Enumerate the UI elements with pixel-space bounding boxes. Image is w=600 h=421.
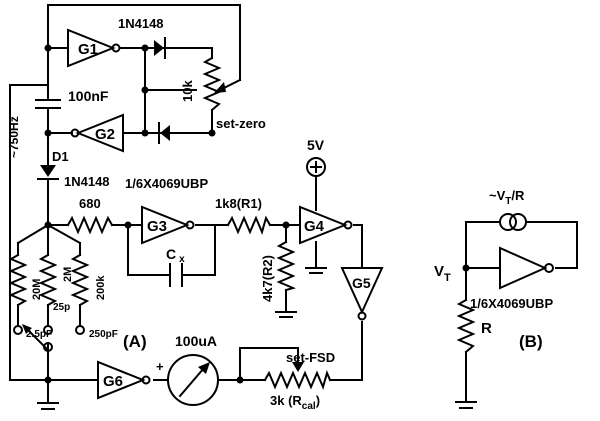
gate-g1-label: G1 bbox=[78, 41, 98, 58]
potentiometer-set-fsd bbox=[263, 362, 332, 390]
gate-b bbox=[499, 246, 554, 290]
circuit-b-wires bbox=[465, 221, 578, 403]
resistor-20m bbox=[8, 253, 28, 307]
gate-g1: G1 bbox=[67, 28, 121, 68]
gate-g2: G2 bbox=[70, 113, 124, 153]
range-terminal-2p5pf bbox=[13, 325, 23, 335]
diode-lower bbox=[158, 122, 170, 144]
node-vt-dot bbox=[462, 264, 470, 272]
ic-part-label-b: 1/6X4069UBP bbox=[470, 296, 553, 311]
switch-arrow bbox=[22, 324, 32, 334]
ground-b bbox=[455, 401, 477, 409]
resistor-r2-label: 4k7(R2) bbox=[260, 255, 275, 302]
range-terminal-250pf bbox=[75, 325, 85, 335]
capacitor-cx bbox=[169, 263, 183, 287]
diode-top bbox=[154, 37, 166, 59]
diode-d1 bbox=[37, 165, 59, 180]
gate-g3-label: G3 bbox=[147, 218, 167, 235]
node-vt-sub: T bbox=[444, 272, 451, 284]
potentiometer-set-zero bbox=[202, 56, 242, 112]
supply-5v bbox=[306, 157, 326, 177]
resistor-200k-label: 200k bbox=[95, 275, 107, 300]
diode-top-label: 1N4148 bbox=[118, 16, 164, 31]
resistor-2m bbox=[38, 253, 58, 307]
gate-g3: G3 bbox=[141, 205, 195, 245]
resistor-b-label: R bbox=[481, 320, 492, 337]
meter-label: 100uA bbox=[175, 333, 217, 349]
resistor-r2 bbox=[276, 240, 296, 292]
current-source-pre: ~V bbox=[489, 188, 506, 203]
ic-part-label-a: 1/6X4069UBP bbox=[125, 176, 208, 191]
potentiometer-zero-value: 10k bbox=[180, 80, 195, 102]
potentiometer-fsd-value: 3k (R bbox=[270, 393, 302, 408]
current-source-label: ~VT/R bbox=[489, 188, 525, 207]
ground-r2 bbox=[275, 311, 297, 318]
gate-g6: G6 bbox=[97, 360, 151, 400]
ground-main bbox=[37, 402, 59, 410]
potentiometer-fsd-label: 3k (Rcal) bbox=[270, 393, 320, 412]
gate-g2-label: G2 bbox=[95, 126, 115, 143]
capacitor-100nf bbox=[35, 99, 61, 123]
capacitor-250pf-label: 250pF bbox=[89, 329, 118, 340]
node-vt-label: VT bbox=[434, 263, 451, 284]
meter-100ua bbox=[167, 354, 219, 406]
capacitor-cx-sub: x bbox=[179, 254, 185, 265]
gate-g4: G4 bbox=[299, 205, 353, 245]
supply-label: 5V bbox=[307, 137, 325, 153]
resistor-r1 bbox=[226, 215, 272, 235]
capacitor-25p-label: 25p bbox=[53, 302, 70, 313]
capacitor-100nf-label: 100nF bbox=[68, 88, 109, 104]
resistor-680-label: 680 bbox=[79, 196, 101, 211]
diode-d1-part: 1N4148 bbox=[64, 174, 110, 189]
circuit-a-label: (A) bbox=[123, 332, 147, 351]
gate-g5: G5 bbox=[340, 267, 384, 321]
gate-g4-label: G4 bbox=[304, 218, 325, 235]
junction-dots bbox=[44, 44, 290, 384]
resistor-b bbox=[456, 298, 476, 354]
resistor-200k bbox=[70, 253, 90, 307]
circuit-a-wires bbox=[9, 4, 363, 404]
capacitor-2p5pf-label: 2.5pF bbox=[26, 329, 52, 340]
ground-g4 bbox=[305, 267, 327, 274]
node-vt-main: V bbox=[434, 263, 444, 280]
range-terminal-25p bbox=[43, 325, 53, 335]
resistor-680 bbox=[66, 215, 114, 235]
meter-plus-label: + bbox=[156, 359, 164, 374]
resistor-20m-label: 20M bbox=[31, 279, 43, 300]
frequency-label: ~750Hz bbox=[7, 116, 21, 158]
current-source bbox=[499, 213, 527, 231]
resistor-2m-label: 2M bbox=[62, 267, 74, 282]
resistor-r1-label: 1k8(R1) bbox=[215, 196, 262, 211]
potentiometer-fsd-sub: cal bbox=[302, 401, 316, 412]
potentiometer-fsd-name: set-FSD bbox=[286, 350, 335, 365]
gate-g6-label: G6 bbox=[103, 373, 123, 390]
potentiometer-zero-name: set-zero bbox=[216, 116, 266, 131]
potentiometer-fsd-close: ) bbox=[316, 393, 320, 408]
capacitor-cx-name: C bbox=[166, 246, 176, 262]
gate-g5-label: G5 bbox=[352, 275, 371, 291]
current-source-post: /R bbox=[511, 188, 525, 203]
current-source-sub: T bbox=[505, 196, 511, 207]
switch-pivot bbox=[43, 342, 53, 352]
diode-d1-name: D1 bbox=[52, 149, 69, 164]
circuit-b-label: (B) bbox=[519, 332, 543, 351]
